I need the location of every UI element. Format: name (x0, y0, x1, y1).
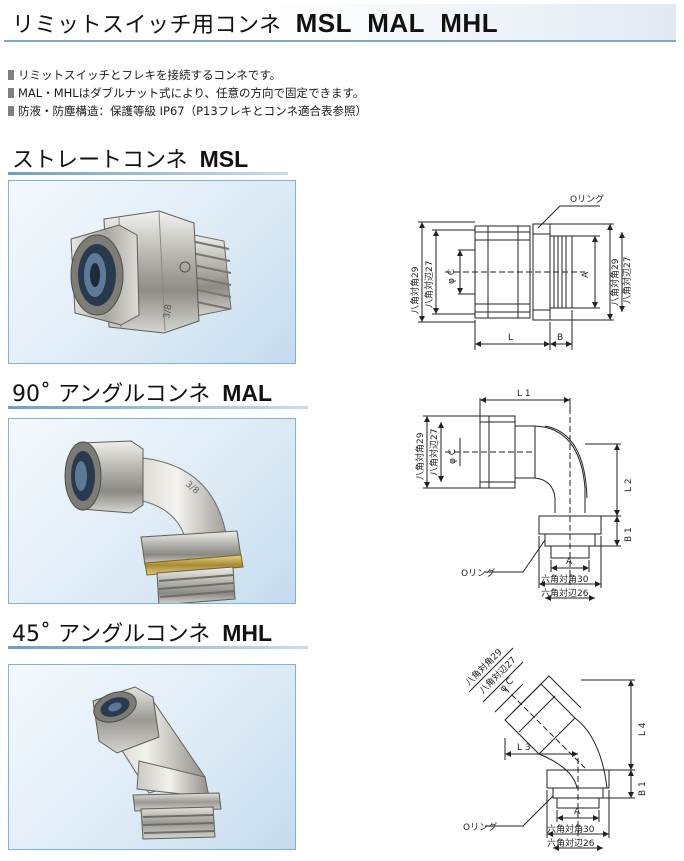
feature-item: 防液・防塵構造：保護等級 IP67（P13フレキとコンネ適合表参照） (8, 102, 608, 120)
hex6-corner-label: 六角対角30 (547, 823, 595, 835)
feature-list: リミットスイッチとフレキを接続するコンネです。 MAL・MHLはダブルナット式に… (8, 66, 608, 120)
dimension-drawing-mal: L 1 L 2 B 1 八角対角29 八角対辺27 φ C A Oリング 六角対… (405, 388, 655, 613)
l1-dimension-label: L 1 (517, 389, 531, 399)
dimension-drawing-msl: Oリング 八角対角29 八角対辺27 φ C A 八角対角29 八角対辺27 L… (400, 188, 650, 358)
bullet-square-icon (8, 88, 14, 98)
section-code: MHL (222, 620, 273, 646)
a-dimension-label: A (581, 271, 591, 278)
straight-connector-image: 3/8 (70, 210, 232, 334)
angle-45-connector-image (92, 686, 222, 840)
bullet-square-icon (8, 70, 14, 80)
page-title-models: MSL MAL MHL (295, 8, 499, 38)
section-title-text: ストレートコンネ (12, 148, 188, 173)
product-photo-msl: 3/8 (8, 180, 296, 364)
bullet-square-icon (8, 106, 14, 116)
section-title: 45˚ アングルコンネ MHL (12, 618, 272, 650)
l-dimension-label: L (508, 333, 513, 343)
svg-text:3/8: 3/8 (162, 303, 174, 319)
page-title-text: リミットスイッチ用コンネ (12, 13, 282, 38)
hex-side-right-label: 八角対辺27 (621, 257, 633, 304)
hex-side-label: 八角対辺27 (423, 261, 435, 308)
product-photo-mhl (8, 664, 296, 850)
b1-dimension-label: B 1 (638, 781, 648, 796)
title-bar: リミットスイッチ用コンネ MSL MAL MHL (4, 4, 676, 42)
section-code: MSL (199, 146, 249, 172)
section-title-text: 90˚ アングルコンネ (12, 382, 211, 407)
page-title: リミットスイッチ用コンネ MSL MAL MHL (12, 8, 498, 41)
o-ring-label: Oリング (570, 193, 604, 205)
feature-item: リミットスイッチとフレキを接続するコンネです。 (8, 66, 608, 84)
b-dimension-label: B (557, 333, 563, 343)
hex6-side-label: 六角対辺26 (541, 587, 589, 599)
l2-dimension-label: L 2 (624, 478, 634, 492)
hex-side-label: 八角対辺27 (428, 429, 440, 476)
a-dimension-label: A (574, 807, 581, 817)
dimension-drawing-mhl: 八角対角29 八角対辺27 φ C L 3 L 4 B 1 A Oリング 六角対… (405, 628, 655, 856)
hex-corner-label: 八角対角29 (414, 432, 426, 480)
o-ring-label: Oリング (461, 567, 495, 579)
section-header-mal: 90˚ アングルコンネ MAL (8, 378, 308, 410)
section-code: MAL (222, 380, 273, 406)
a-dimension-label: A (566, 557, 573, 567)
mhl-technical-drawing: 八角対角29 八角対辺27 φ C L 3 L 4 B 1 A Oリング 六角対… (463, 646, 648, 851)
section-underline (8, 406, 308, 409)
angle-90-connector-image: 3/8 (64, 440, 244, 603)
feature-text: 防液・防塵構造：保護等級 IP67（P13フレキとコンネ適合表参照） (18, 104, 367, 118)
l4-dimension-label: L 4 (638, 722, 648, 736)
product-photo-mal: 3/8 (8, 418, 296, 604)
c-dimension-label: φ C (447, 269, 457, 284)
o-ring-label: Oリング (463, 821, 497, 833)
msl-technical-drawing: Oリング 八角対角29 八角対辺27 φ C A 八角対角29 八角対辺27 L… (409, 193, 633, 350)
feature-item: MAL・MHLはダブルナット式により、任意の方向で固定できます。 (8, 84, 608, 102)
l3-dimension-label: L 3 (517, 743, 531, 753)
mal-technical-drawing: L 1 L 2 B 1 八角対角29 八角対辺27 φ C A Oリング 六角対… (414, 389, 634, 601)
section-underline (8, 646, 308, 649)
section-title: 90˚ アングルコンネ MAL (12, 378, 272, 410)
hex6-side-label: 六角対辺26 (547, 837, 595, 849)
feature-text: MAL・MHLはダブルナット式により、任意の方向で固定できます。 (18, 86, 365, 100)
section-underline (8, 172, 288, 175)
section-header-mhl: 45˚ アングルコンネ MHL (8, 618, 308, 650)
hex6-corner-label: 六角対角30 (541, 573, 589, 585)
c-dimension-label: φ C (448, 449, 458, 464)
hex-corner-label: 八角対角29 (409, 266, 421, 314)
section-header-msl: ストレートコンネ MSL (8, 144, 288, 176)
feature-text: リミットスイッチとフレキを接続するコンネです。 (18, 68, 282, 82)
hex-corner-right-label: 八角対角29 (609, 258, 621, 306)
b1-dimension-label: B 1 (624, 527, 634, 542)
section-title-text: 45˚ アングルコンネ (12, 622, 211, 647)
section-title: ストレートコンネ MSL (12, 144, 248, 176)
